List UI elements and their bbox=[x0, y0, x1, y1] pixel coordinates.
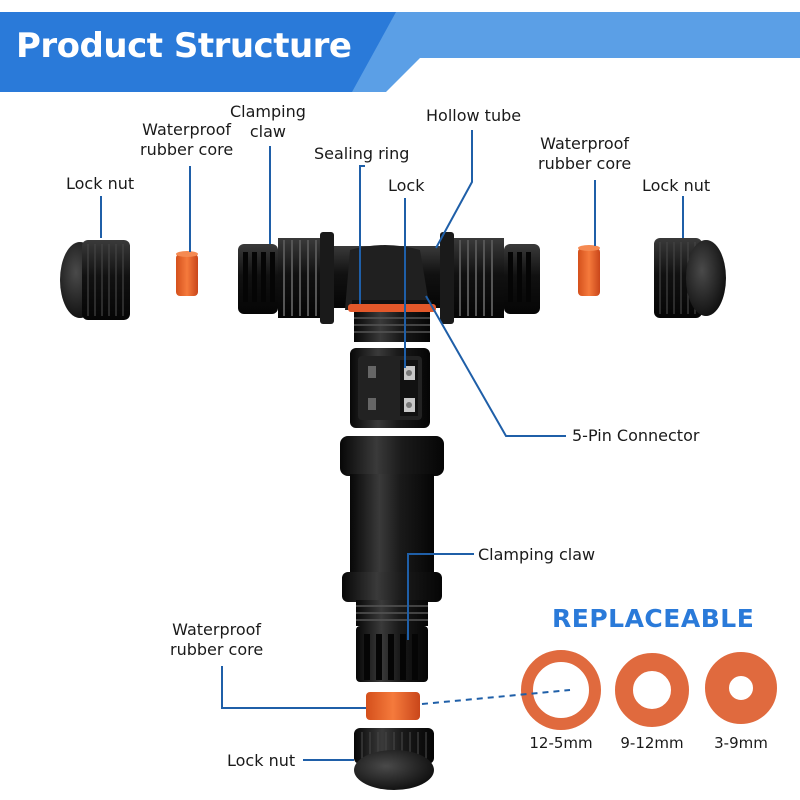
label-waterproof-core-right: Waterproof rubber core bbox=[538, 134, 632, 173]
bottom-lock-nut bbox=[354, 728, 434, 790]
label-lock-nut-left: Lock nut bbox=[66, 174, 135, 193]
right-lock-nut bbox=[654, 238, 726, 318]
lower-housing bbox=[340, 436, 444, 682]
label-waterproof-core-left: Waterproof rubber core bbox=[140, 120, 234, 159]
leader-lines bbox=[100, 130, 684, 761]
leader-replaceable bbox=[421, 689, 571, 705]
label-clamping-claw-bottom: Clamping claw bbox=[478, 545, 596, 564]
five-pin-connector bbox=[350, 348, 430, 428]
left-rubber-core bbox=[176, 251, 198, 296]
left-lock-nut bbox=[60, 240, 130, 320]
label-sealing-ring: Sealing ring bbox=[314, 144, 410, 163]
label-clamping-claw-top: Clamping claw bbox=[230, 102, 306, 141]
page-title: Product Structure bbox=[16, 26, 352, 66]
ring-large bbox=[521, 650, 601, 730]
t-body bbox=[238, 232, 540, 342]
ring-small bbox=[705, 652, 777, 724]
label-lock: Lock bbox=[388, 176, 425, 195]
ring-size-label: 3-9mm bbox=[714, 734, 768, 752]
leader-claw-bottom bbox=[407, 553, 474, 640]
header-dark-band bbox=[0, 12, 396, 92]
bottom-rubber-core bbox=[366, 692, 420, 720]
label-waterproof-core-bottom: Waterproof rubber core bbox=[170, 620, 264, 659]
leader-five-pin bbox=[425, 295, 566, 437]
replaceable-rings bbox=[521, 650, 777, 730]
ring-medium bbox=[615, 653, 689, 727]
label-five-pin-connector: 5-Pin Connector bbox=[572, 426, 700, 445]
label-lock-nut-right: Lock nut bbox=[642, 176, 711, 195]
right-rubber-core bbox=[578, 245, 600, 296]
replaceable-heading: REPLACEABLE bbox=[552, 604, 755, 633]
leader-hollow-tube bbox=[435, 130, 473, 249]
label-lock-nut-bottom: Lock nut bbox=[227, 751, 296, 770]
leader-core-bottom bbox=[221, 666, 366, 709]
ring-size-label: 9-12mm bbox=[620, 734, 684, 752]
label-hollow-tube: Hollow tube bbox=[426, 106, 522, 125]
ring-size-label: 12-5mm bbox=[529, 734, 593, 752]
leader-sealing-ring bbox=[359, 165, 365, 304]
header-band bbox=[0, 12, 800, 92]
